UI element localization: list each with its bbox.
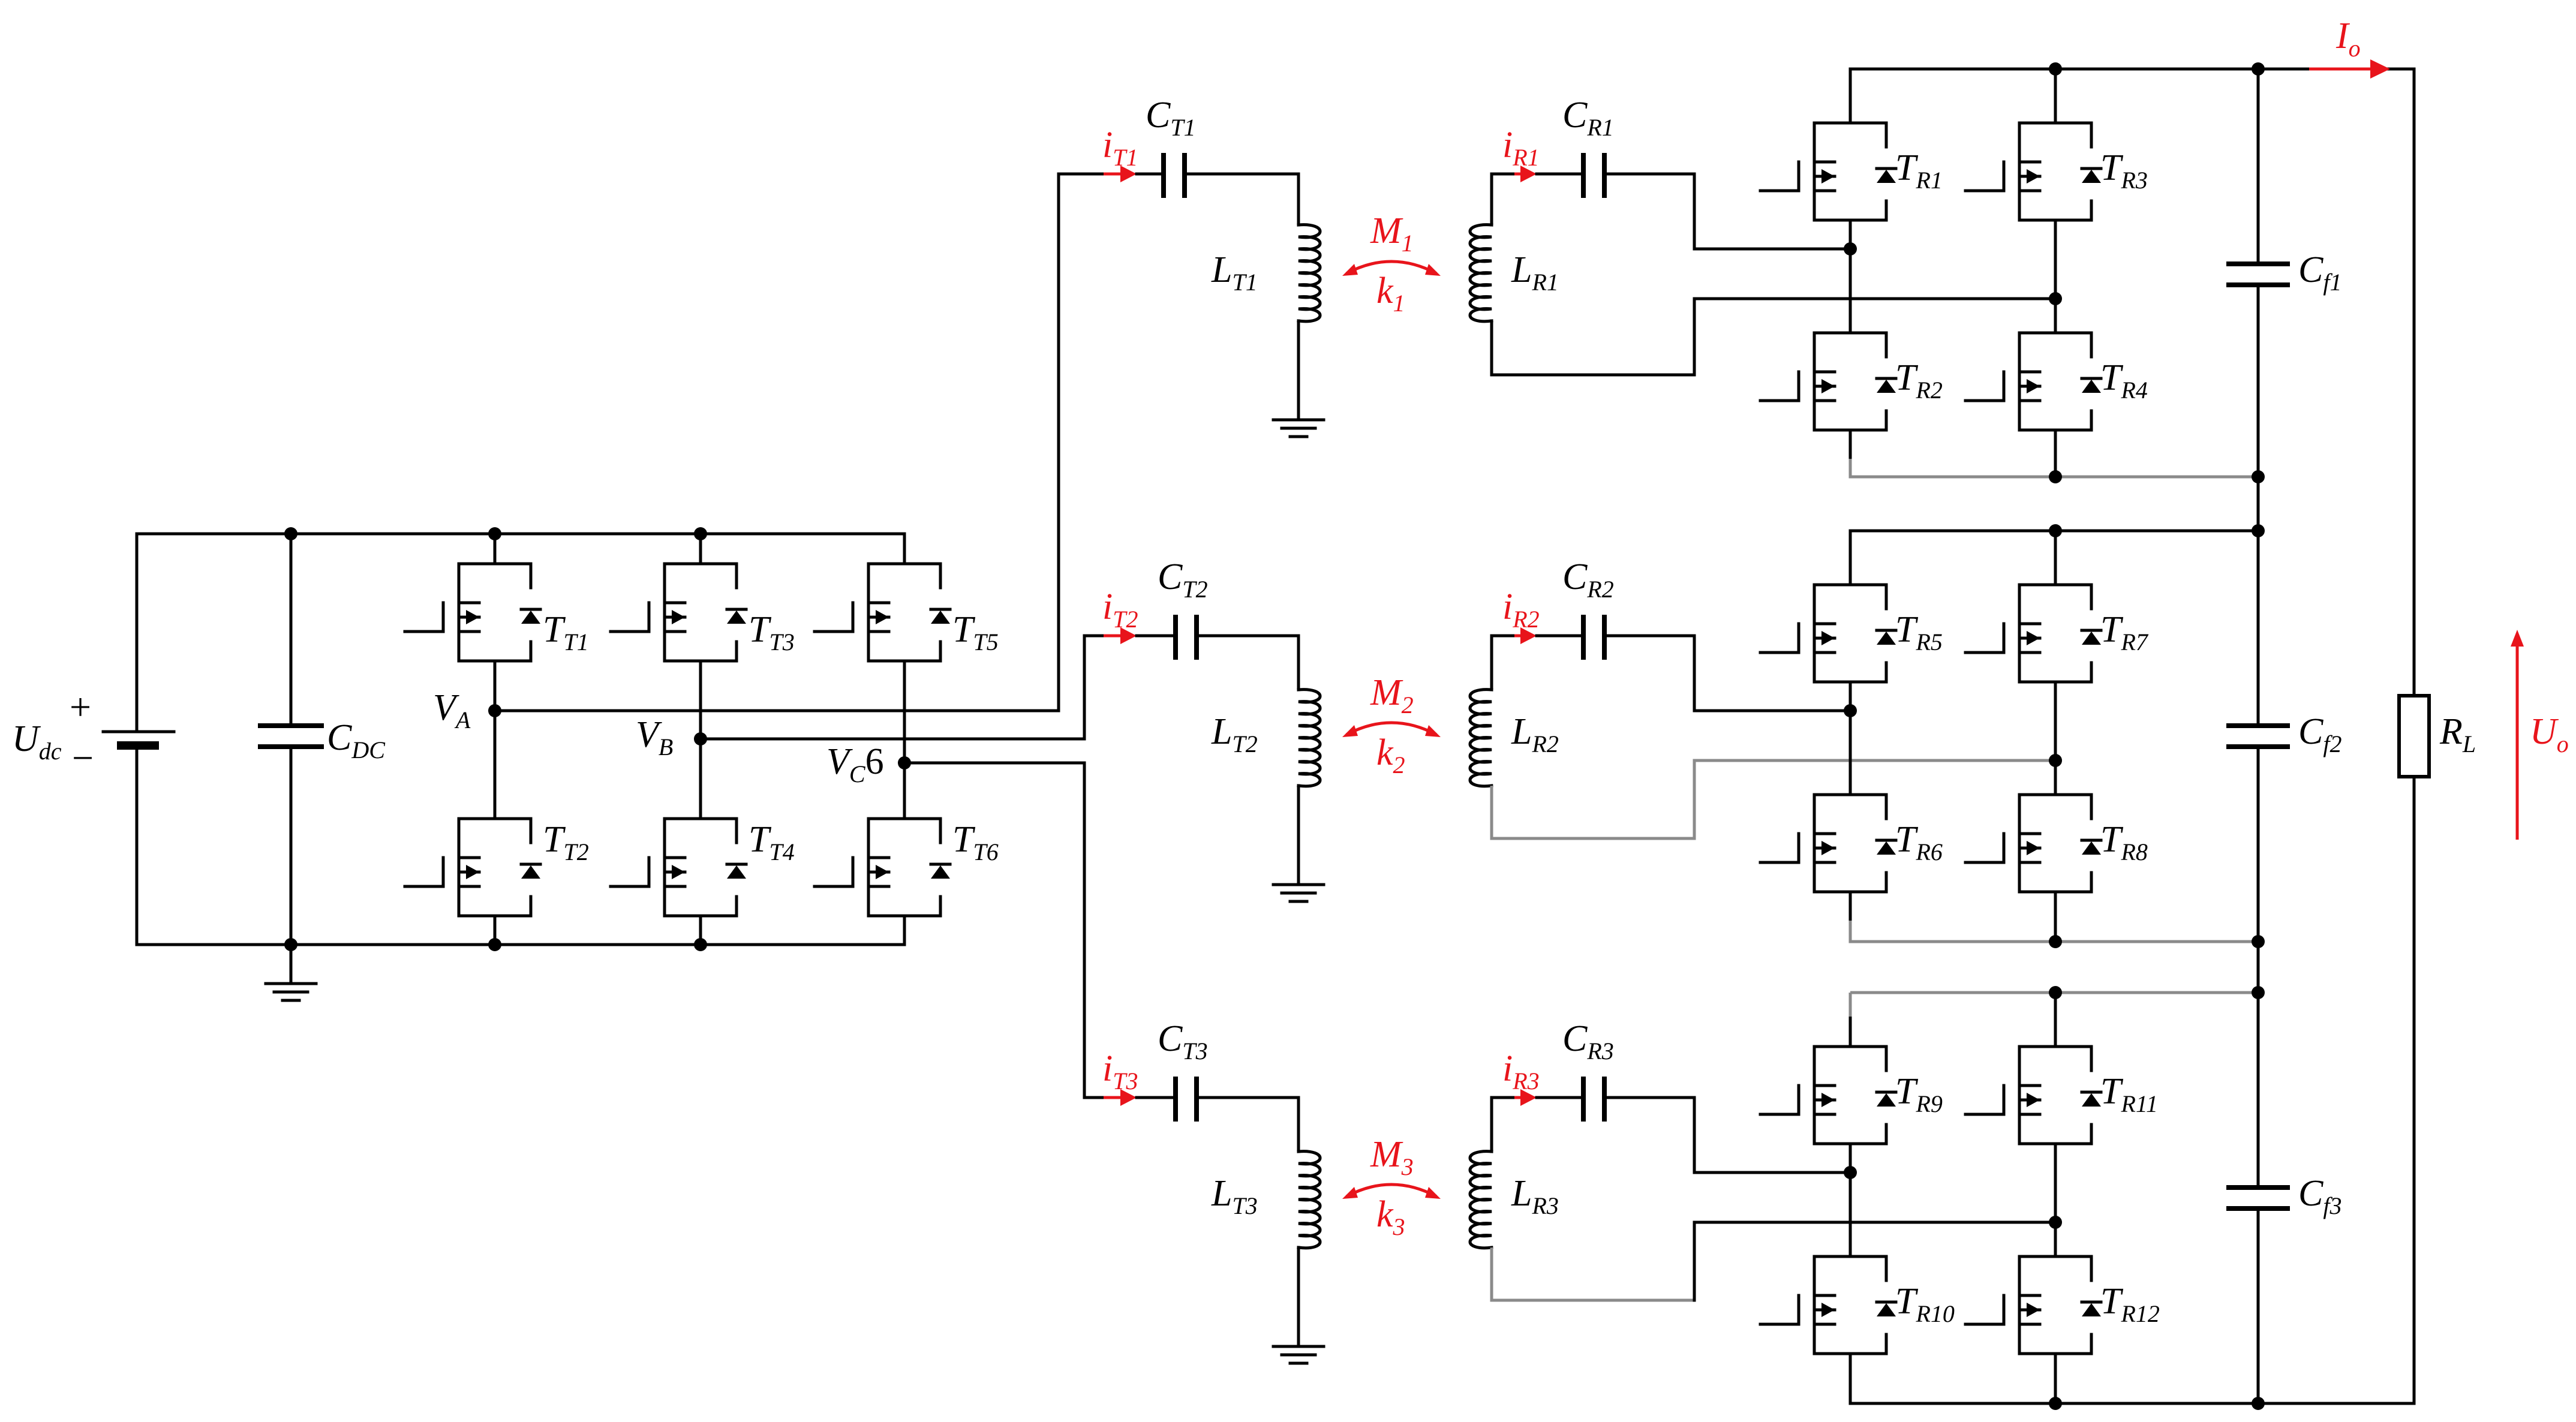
- switch-tt1: [405, 534, 540, 690]
- node-va-label: VA: [433, 687, 471, 733]
- label-tr11: TR11: [2100, 1071, 2158, 1117]
- ir2-label: iR2: [1502, 587, 1540, 633]
- switch-tr4: [1965, 303, 2101, 459]
- channel-1: iT1 CT1 LT1 M1 k1 iR1 CR1 LR1 TR1 TR3 TR…: [1102, 62, 2416, 483]
- inverter-junction-dots: [284, 527, 911, 951]
- channel-3: iT3 CT3 LT3 M3 k3 iR3 CR3 LR3 TR9 TR11 T…: [1102, 940, 2416, 1410]
- label-tt6: TT6: [952, 819, 999, 865]
- switch-tr11: [1965, 1017, 2101, 1173]
- switch-tr2: [1760, 303, 1896, 459]
- load-label: RL: [2439, 711, 2476, 757]
- lt1-label: LT1: [1211, 249, 1258, 296]
- cr3-label: CR3: [1562, 1018, 1614, 1065]
- cf3-label: Cf3: [2298, 1173, 2341, 1219]
- switch-tt6: [814, 789, 950, 945]
- label-tr10: TR10: [1895, 1281, 1955, 1327]
- it1-label: iT1: [1102, 125, 1138, 171]
- source-label: Udc: [12, 718, 62, 765]
- ct3-label: CT3: [1158, 1018, 1208, 1065]
- label-tr5: TR5: [1895, 609, 1943, 656]
- label-tr7: TR7: [2100, 609, 2149, 656]
- dc-source: + − Udc: [12, 532, 906, 946]
- channel-2: iT2 CT2 LT2 M2 k2 iR2 CR2 LR2 TR5 TR7 TR…: [1102, 475, 2341, 948]
- k3-label: k3: [1376, 1194, 1405, 1240]
- switch-tt4: [611, 789, 746, 945]
- output-current-arrow: Io: [2309, 16, 2390, 79]
- m3-label: M3: [1370, 1134, 1414, 1180]
- lt2-label: LT2: [1211, 711, 1258, 757]
- lr1-label: LR1: [1511, 249, 1559, 296]
- switch-tt2: [405, 789, 540, 945]
- switch-tr3: [1965, 93, 2101, 249]
- switch-tr10: [1760, 1226, 1896, 1382]
- ir3-label: iR3: [1502, 1048, 1540, 1095]
- it3-label: iT3: [1102, 1048, 1138, 1095]
- switch-tr6: [1760, 765, 1896, 921]
- label-tt4: TT4: [749, 819, 795, 865]
- lr3-label: LR3: [1511, 1173, 1559, 1219]
- label-tt1: TT1: [543, 609, 589, 656]
- ct1-label: CT1: [1146, 95, 1196, 141]
- k2-label: k2: [1376, 732, 1405, 778]
- label-tr12: TR12: [2100, 1281, 2160, 1327]
- cf1-label: Cf1: [2298, 249, 2341, 296]
- source-minus: −: [72, 736, 94, 779]
- k1-label: k1: [1376, 270, 1405, 317]
- label-tr4: TR4: [2100, 357, 2148, 404]
- lr2-label: LR2: [1511, 711, 1559, 757]
- switch-tr9: [1760, 1017, 1896, 1173]
- label-tt2: TT2: [543, 819, 589, 865]
- switch-tt5: [814, 534, 950, 690]
- switch-tr1: [1760, 93, 1896, 249]
- switch-tr12: [1965, 1226, 2101, 1382]
- switch-tr7: [1965, 555, 2101, 711]
- lt3-label: LT3: [1211, 1173, 1258, 1219]
- label-tr9: TR9: [1895, 1071, 1943, 1117]
- cf2-label: Cf2: [2298, 711, 2341, 757]
- label-tr2: TR2: [1895, 357, 1943, 404]
- label-tr8: TR8: [2100, 819, 2148, 865]
- cr1-label: CR1: [1562, 95, 1614, 141]
- label-tt3: TT3: [749, 609, 795, 656]
- label-tt5: TT5: [952, 609, 999, 656]
- ct2-label: CT2: [1158, 557, 1208, 603]
- label-tr3: TR3: [2100, 148, 2148, 194]
- label-tr1: TR1: [1895, 148, 1943, 194]
- label-tr6: TR6: [1895, 819, 1943, 865]
- dc-capacitor-label: CDC: [327, 717, 386, 763]
- output-voltage-label: Uo: [2530, 711, 2569, 757]
- switch-tr8: [1965, 765, 2101, 921]
- output-current-label: Io: [2335, 16, 2361, 62]
- switch-tr5: [1760, 555, 1896, 711]
- m2-label: M2: [1370, 672, 1414, 718]
- m1-label: M1: [1370, 211, 1414, 257]
- switch-tt3: [611, 534, 746, 690]
- output-voltage-arrow: Uo: [2511, 630, 2569, 840]
- source-plus: +: [70, 686, 91, 728]
- phase-wiring: [493, 172, 1129, 1099]
- node-vc-label: VC6: [826, 741, 884, 787]
- cr2-label: CR2: [1562, 557, 1614, 603]
- dc-link-capacitor: CDC: [258, 532, 386, 1000]
- node-vb-label: VB: [636, 714, 673, 760]
- it2-label: iT2: [1102, 587, 1138, 633]
- load-resistor: RL: [2397, 67, 2476, 1405]
- ir1-label: iR1: [1502, 125, 1540, 171]
